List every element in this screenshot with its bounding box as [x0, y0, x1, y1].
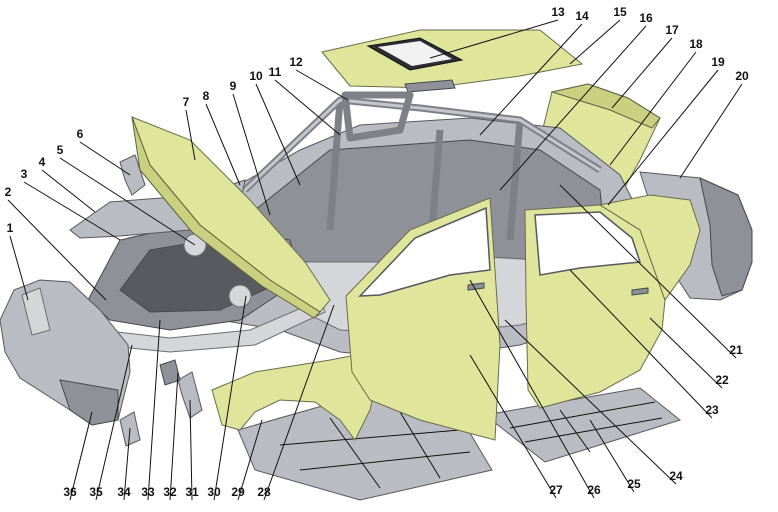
callout-number-8: 8: [203, 89, 210, 103]
leader-line-2: [7, 199, 107, 301]
leader-line-19: [607, 69, 719, 206]
callout-number-15: 15: [613, 5, 627, 19]
callout-number-9: 9: [230, 79, 237, 93]
callout-number-28: 28: [257, 485, 271, 499]
callout-number-36: 36: [63, 485, 77, 499]
rear-door-handle: [631, 287, 649, 296]
front-bumper-bracket: [21, 287, 51, 336]
leader-line-29: [237, 419, 263, 501]
callout-number-32: 32: [163, 485, 177, 499]
rear-floor-pan: [483, 387, 682, 463]
leader-line-22: [649, 317, 723, 389]
bracket-32: [159, 359, 181, 386]
callout-number-23: 23: [705, 403, 719, 417]
callout-number-25: 25: [627, 477, 641, 491]
leader-line-13: [429, 19, 559, 59]
callout-number-10: 10: [249, 69, 263, 83]
front-door-window: [358, 206, 491, 297]
callout-number-26: 26: [587, 483, 601, 497]
leader-line-16: [499, 25, 647, 191]
front-floor-ribs: [279, 411, 471, 489]
callout-leaders: [7, 19, 743, 501]
leader-line-17: [611, 37, 673, 109]
leader-line-9: [232, 93, 271, 216]
callout-number-16: 16: [639, 11, 653, 25]
callout-number-20: 20: [735, 69, 749, 83]
sunroof-inner: [378, 41, 452, 66]
callout-number-22: 22: [715, 373, 729, 387]
callout-number-4: 4: [39, 155, 46, 169]
leader-line-26: [469, 279, 595, 499]
callout-number-13: 13: [551, 5, 565, 19]
callout-number-3: 3: [21, 167, 28, 181]
callout-number-24: 24: [669, 469, 683, 483]
callout-number-7: 7: [183, 95, 190, 109]
rear-floor-ribs: [509, 401, 663, 453]
leader-line-12: [295, 69, 349, 101]
callout-number-18: 18: [689, 37, 703, 51]
callout-number-2: 2: [5, 185, 12, 199]
bracket-31: [177, 371, 203, 419]
rear-bumper-shade: [699, 177, 753, 297]
leader-line-6: [79, 141, 131, 176]
leader-line-5: [59, 157, 196, 246]
leader-line-28: [263, 304, 335, 501]
callout-number-31: 31: [185, 485, 199, 499]
callout-number-1: 1: [7, 221, 14, 235]
front-fender-near: [211, 351, 379, 441]
leader-line-10: [255, 83, 301, 186]
callout-number-34: 34: [117, 485, 131, 499]
trunk-lid-inner: [550, 83, 661, 129]
bracket-6: [119, 154, 146, 196]
callout-number-17: 17: [665, 23, 679, 37]
callout-number-27: 27: [549, 483, 563, 497]
leader-line-32: [169, 371, 179, 501]
callout-number-30: 30: [207, 485, 221, 499]
leader-line-36: [69, 411, 93, 501]
callout-number-12: 12: [289, 55, 303, 69]
leader-line-33: [147, 319, 161, 501]
callout-number-35: 35: [89, 485, 103, 499]
leader-line-1: [9, 235, 29, 301]
leader-line-30: [213, 295, 247, 501]
leader-line-11: [274, 79, 341, 136]
callout-number-21: 21: [729, 343, 743, 357]
rear-quarter-panel: [598, 194, 701, 302]
callout-number-11: 11: [269, 65, 282, 79]
strut-tower-right: [228, 284, 252, 308]
callout-number-6: 6: [77, 127, 84, 141]
front-bumper-shade: [59, 379, 119, 426]
roof-frame-highlight: [243, 98, 601, 192]
leader-line-3: [23, 181, 121, 241]
leader-line-4: [41, 169, 96, 213]
leader-line-23: [569, 269, 713, 419]
leader-line-18: [609, 51, 697, 166]
leader-line-31: [189, 399, 193, 501]
leader-line-24: [504, 319, 677, 485]
callout-number-5: 5: [57, 143, 64, 157]
leader-line-27: [469, 354, 557, 499]
callout-number-33: 33: [141, 485, 155, 499]
leader-line-34: [123, 427, 131, 501]
leader-line-25: [589, 419, 635, 493]
windshield-frame: [341, 91, 414, 142]
front-door-handle: [467, 282, 485, 291]
leader-line-35: [95, 344, 133, 501]
leader-line-7: [185, 109, 196, 161]
callout-number-29: 29: [231, 485, 245, 499]
leader-line-20: [679, 83, 743, 179]
roof-rear-strip: [404, 79, 456, 93]
callout-number-14: 14: [575, 9, 589, 23]
leader-line-14: [479, 23, 583, 136]
leader-line-21: [559, 184, 737, 359]
rear-door-window: [534, 211, 642, 276]
leader-line-15: [569, 19, 621, 65]
callout-number-19: 19: [711, 55, 725, 69]
hood-edge: [131, 116, 321, 319]
leader-line-8: [205, 103, 241, 186]
